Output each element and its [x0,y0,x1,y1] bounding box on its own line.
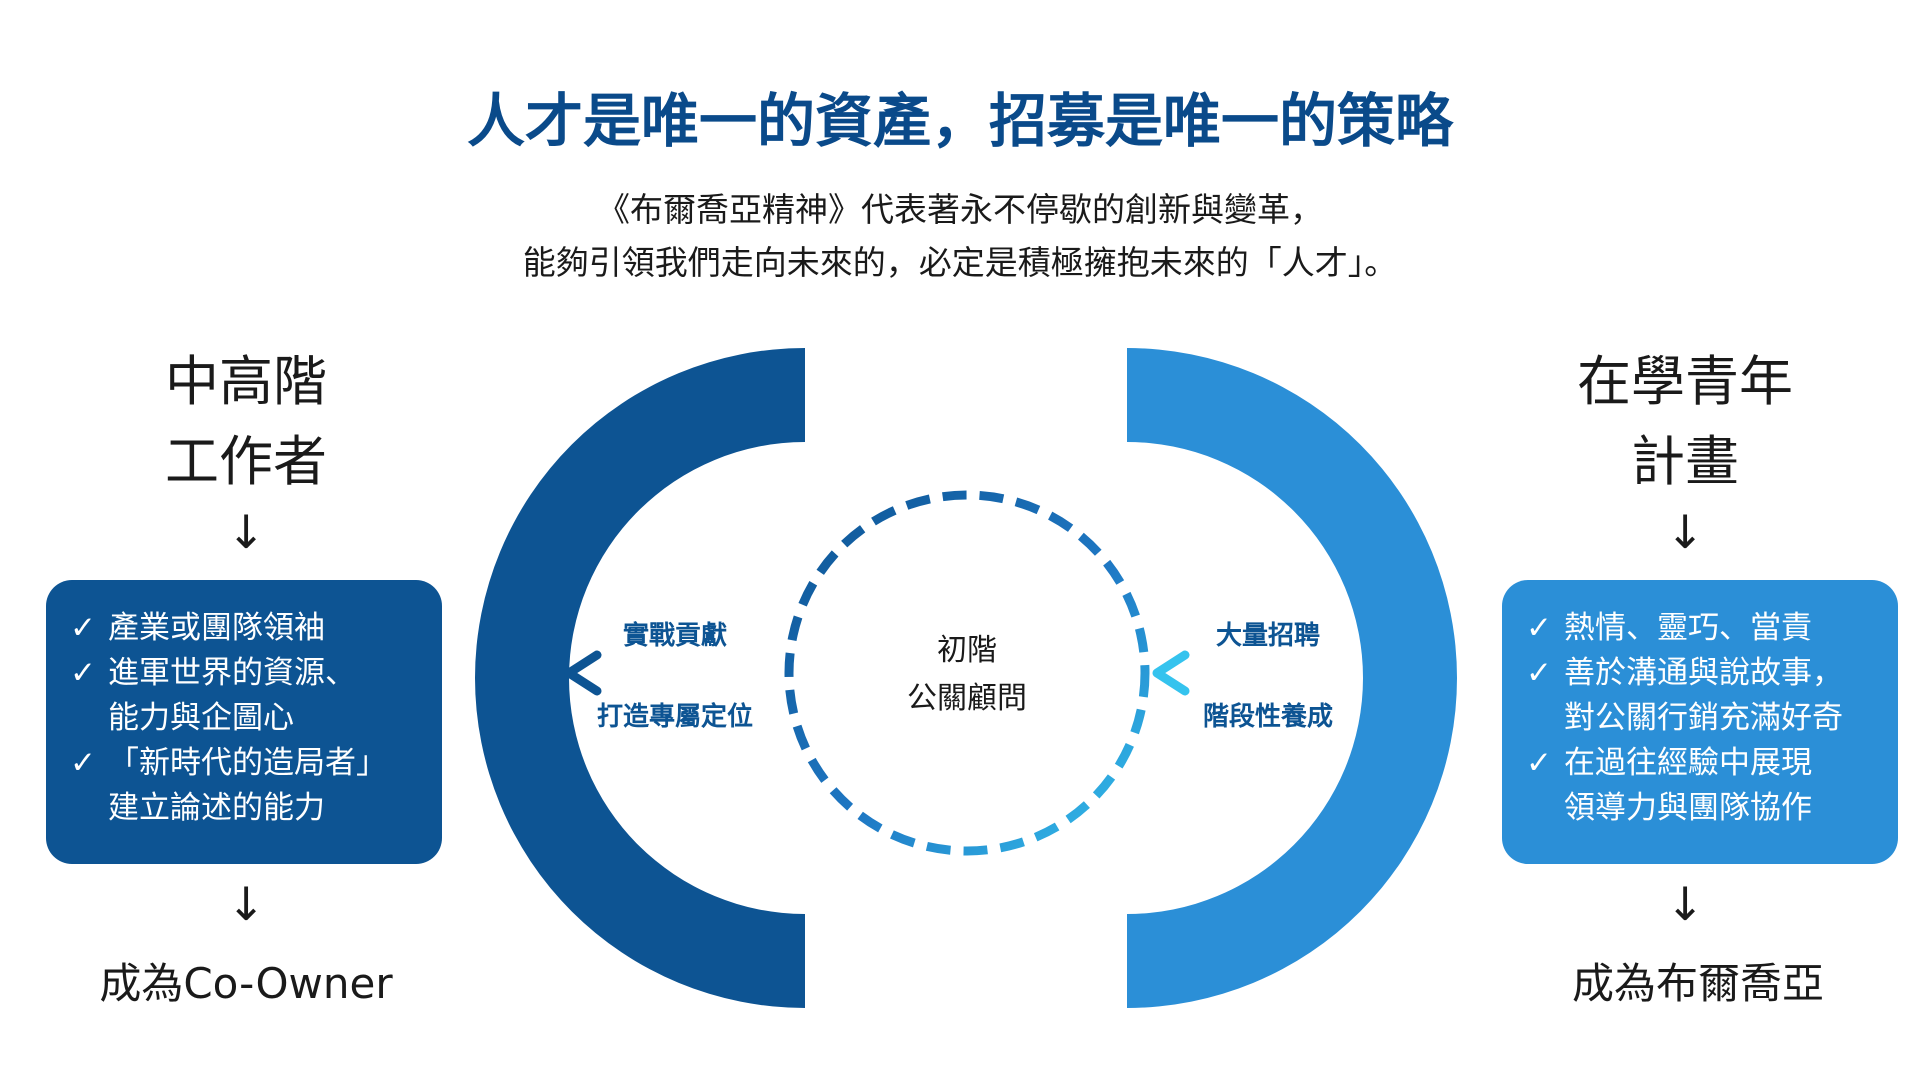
center-label-line-1: 初階 [937,633,997,668]
left-half-ring [475,348,805,1008]
left-title-line: 中高階 [165,350,327,413]
check-icon: ✓ [1526,745,1552,781]
right-item-text: 在過往經驗中展現 [1564,745,1812,781]
left-result: 成為Co-Owner [99,959,393,1008]
right-item-text: 領導力與團隊協作 [1564,790,1812,826]
right-down-arrow-icon: ↓ [1665,505,1705,559]
left-title-line: 工作者 [165,430,327,493]
right-requirements-box: ✓ 熱情、靈巧、當責 ✓ 善於溝通與說故事， 對公關行銷充滿好奇 ✓ 在過往經驗… [1502,580,1898,864]
right-item-continuation: 領導力與團隊協作 [1526,786,1880,831]
right-half-ring [1127,348,1457,1008]
left-down-arrow-icon: ↓ [226,877,266,931]
left-item-continuation: 建立論述的能力 [70,786,424,831]
left-arrow-top-label: 實戰貢獻 [623,620,727,651]
check-icon: ✓ [70,745,96,781]
right-title-line: 在學青年 [1577,350,1793,413]
check-icon: ✓ [70,610,96,646]
left-item: ✓ 「新時代的造局者」 [70,741,424,786]
center-dashed-circle [784,490,1150,856]
left-item-text: 進軍世界的資源、 [108,655,356,691]
right-dashed-arrow-icon [1152,650,1365,696]
left-item-text: 能力與企圖心 [108,700,294,736]
subtitle-line-1: 《布爾喬亞精神》代表著永不停歇的創新與變革， [597,190,1323,229]
right-title-line: 計畫 [1631,430,1739,493]
right-down-arrow-icon: ↓ [1665,877,1705,931]
check-icon: ✓ [1526,655,1552,691]
right-arrow-top-label: 大量招聘 [1216,621,1320,651]
right-column-title: 在學青年 計畫 [1535,342,1835,502]
right-result: 成為布爾喬亞 [1571,959,1824,1008]
right-item: ✓ 善於溝通與說故事， [1526,651,1880,696]
left-item: ✓ 產業或團隊領袖 [70,606,424,651]
right-item-text: 對公關行銷充滿好奇 [1564,700,1843,736]
right-arrow-bottom-label: 階段性養成 [1203,701,1333,732]
left-item-text: 建立論述的能力 [108,790,325,826]
left-item-continuation: 能力與企圖心 [70,696,424,741]
check-icon: ✓ [70,655,96,691]
left-down-arrow-icon: ↓ [226,505,266,559]
left-requirements-box: ✓ 產業或團隊領袖 ✓ 進軍世界的資源、 能力與企圖心 ✓ 「新時代的造局者」 … [46,580,442,864]
left-item-text: 「新時代的造局者」 [108,745,387,781]
left-item-text: 產業或團隊領袖 [108,610,325,646]
right-item: ✓ 在過往經驗中展現 [1526,741,1880,786]
center-label-line-2: 公關顧問 [907,681,1027,716]
left-column-title: 中高階 工作者 [96,342,396,502]
page-title: 人才是唯一的資產，招募是唯一的策略 [466,87,1453,155]
right-item-text: 善於溝通與說故事， [1564,655,1843,691]
left-dashed-arrow-icon [564,650,775,696]
check-icon: ✓ [1526,610,1552,646]
right-item-continuation: 對公關行銷充滿好奇 [1526,696,1880,741]
right-item-text: 熱情、靈巧、當責 [1564,610,1812,646]
right-item: ✓ 熱情、靈巧、當責 [1526,606,1880,651]
left-item: ✓ 進軍世界的資源、 [70,651,424,696]
subtitle-line-2: 能夠引領我們走向未來的，必定是積極擁抱未來的「人才」。 [522,243,1398,282]
left-arrow-bottom-label: 打造專屬定位 [597,701,753,732]
